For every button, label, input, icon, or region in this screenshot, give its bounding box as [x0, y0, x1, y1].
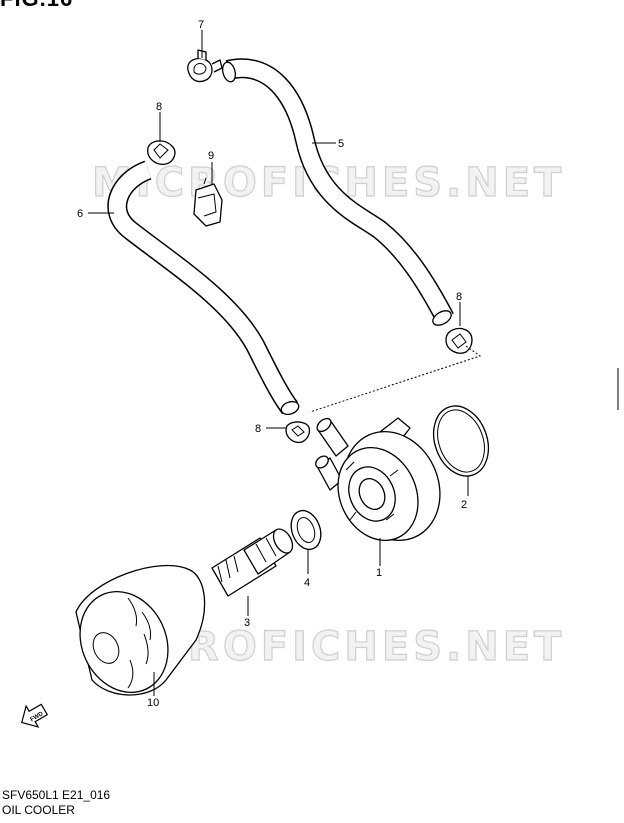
clip-9	[193, 177, 223, 227]
clamp-8-upper	[147, 140, 176, 165]
callout-3: 3	[244, 617, 250, 629]
reference-code: SFV650L1 E21_016	[2, 788, 111, 802]
callout-8-upper: 8	[156, 101, 162, 113]
clamp-8-right	[445, 327, 473, 354]
oil-cooler-1	[315, 417, 441, 542]
hose-5	[222, 58, 454, 326]
hose-6	[107, 160, 300, 416]
callout-8-right: 8	[456, 291, 462, 303]
o-ring-2-inner	[437, 409, 485, 473]
callout-5: 5	[338, 138, 344, 150]
figure-header: FIG.16	[0, 0, 73, 12]
washer-4-inner	[296, 516, 316, 544]
callout-1: 1	[376, 567, 382, 579]
diagram-title: OIL COOLER	[2, 803, 75, 817]
callout-2: 2	[461, 499, 467, 511]
callout-7: 7	[198, 19, 204, 31]
callout-8-lower: 8	[255, 423, 261, 435]
union-bolt-3	[211, 528, 294, 597]
callout-4: 4	[304, 577, 310, 589]
o-ring-2	[432, 405, 490, 477]
callout-9: 9	[208, 150, 214, 162]
assembly-line	[309, 345, 482, 413]
oil-filter-10	[75, 565, 206, 696]
callout-10: 10	[147, 697, 159, 709]
clamp-7	[187, 49, 223, 83]
fwd-arrow-icon: FWD	[21, 703, 49, 728]
callout-6: 6	[77, 208, 83, 220]
clamp-8-lower	[285, 421, 311, 444]
